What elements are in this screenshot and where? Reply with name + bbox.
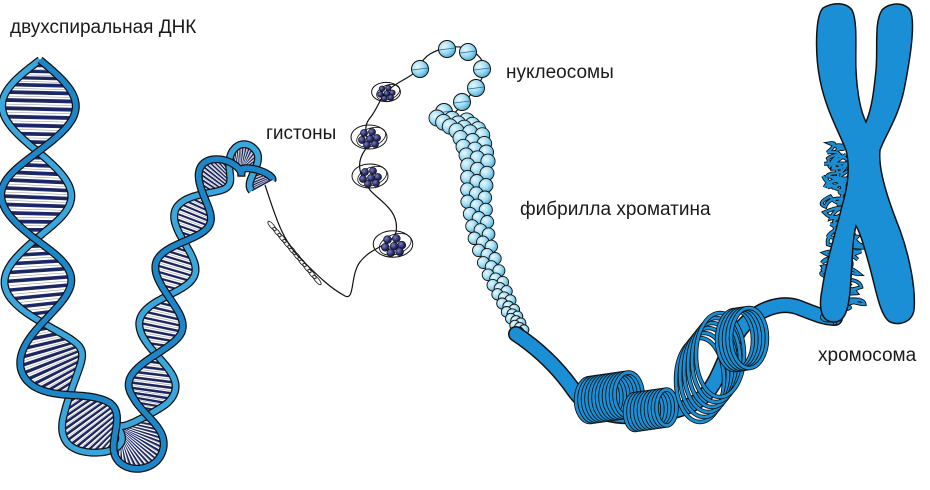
label-double-helix-dna: двухспиральная ДНК bbox=[10, 17, 197, 38]
label-nucleosomes: нуклеосомы bbox=[506, 62, 614, 83]
label-chromatin-fibril: фибрилла хроматина bbox=[520, 199, 711, 220]
nucleosome-beads bbox=[411, 40, 491, 121]
histone-clusters bbox=[350, 81, 414, 258]
label-chromosome: хромосома bbox=[818, 345, 917, 366]
linker-dna-coil bbox=[267, 220, 322, 286]
chromosome-icon bbox=[815, 3, 916, 325]
dna-double-helix bbox=[0, 56, 277, 473]
chromatin-supercoil bbox=[508, 297, 843, 433]
label-histones: гистоны bbox=[266, 123, 337, 144]
chromatin-fibril bbox=[428, 109, 530, 338]
